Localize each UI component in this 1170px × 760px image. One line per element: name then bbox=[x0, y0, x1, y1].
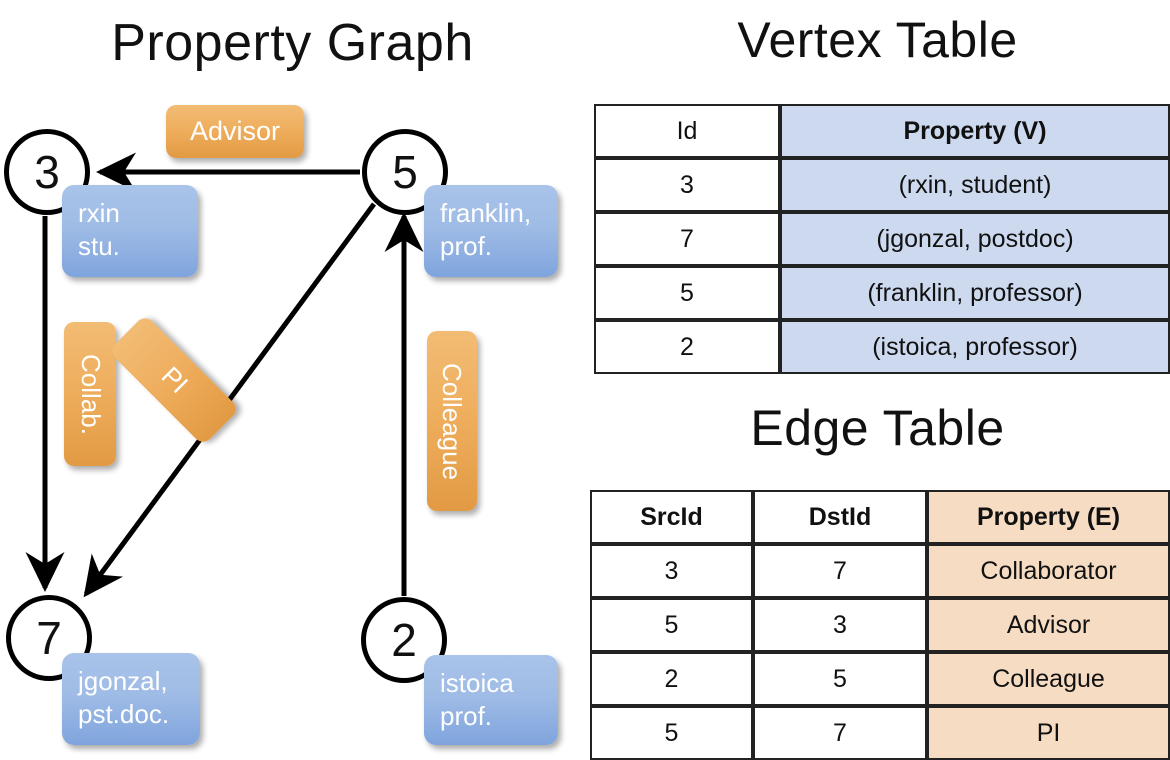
vertex-row-3-id: 2 bbox=[594, 320, 780, 374]
edge-row-2-src: 2 bbox=[590, 652, 753, 706]
edge-label-colleague[interactable]: Colleague bbox=[427, 331, 477, 511]
vertex-row-1-property: (jgonzal, postdoc) bbox=[780, 212, 1170, 266]
node-property-rxin[interactable]: rxin stu. bbox=[62, 185, 198, 277]
edge-label-collab[interactable]: Collab. bbox=[64, 322, 116, 466]
table-row[interactable]: 3 (rxin, student) bbox=[594, 158, 1170, 212]
edge-row-3-src: 5 bbox=[590, 706, 753, 760]
table-row[interactable]: 5 (franklin, professor) bbox=[594, 266, 1170, 320]
edge-table-col-dstid: DstId bbox=[753, 490, 927, 544]
vertex-table-col-property: Property (V) bbox=[780, 104, 1170, 158]
vertex-row-0-property: (rxin, student) bbox=[780, 158, 1170, 212]
edge-table-col-srcid: SrcId bbox=[590, 490, 753, 544]
edge-label-collab-text: Collab. bbox=[75, 353, 106, 435]
edge-table-col-property: Property (E) bbox=[927, 490, 1170, 544]
table-row[interactable]: 2 5 Colleague bbox=[590, 652, 1170, 706]
vertex-row-3-property: (istoica, professor) bbox=[780, 320, 1170, 374]
vertex-row-1-id: 7 bbox=[594, 212, 780, 266]
vertex-table-col-id: Id bbox=[594, 104, 780, 158]
edge-table: SrcId DstId Property (E) 3 7 Collaborato… bbox=[590, 490, 1170, 760]
table-row[interactable]: 7 (jgonzal, postdoc) bbox=[594, 212, 1170, 266]
edge-row-2-dst: 5 bbox=[753, 652, 927, 706]
edge-table-header-row: SrcId DstId Property (E) bbox=[590, 490, 1170, 544]
graph-node-2[interactable]: 2 bbox=[361, 597, 447, 683]
edge-row-0-src: 3 bbox=[590, 544, 753, 598]
edge-row-0-dst: 7 bbox=[753, 544, 927, 598]
vertex-table-header-row: Id Property (V) bbox=[594, 104, 1170, 158]
table-row[interactable]: 5 3 Advisor bbox=[590, 598, 1170, 652]
edge-row-3-property: PI bbox=[927, 706, 1170, 760]
node-property-jgonzal[interactable]: jgonzal, pst.doc. bbox=[62, 653, 200, 745]
vertex-table: Id Property (V) 3 (rxin, student) 7 (jgo… bbox=[594, 104, 1170, 374]
table-row[interactable]: 2 (istoica, professor) bbox=[594, 320, 1170, 374]
edge-row-1-dst: 3 bbox=[753, 598, 927, 652]
page-title-edge-table: Edge Table bbox=[750, 400, 1005, 456]
table-row[interactable]: 5 7 PI bbox=[590, 706, 1170, 760]
table-row[interactable]: 3 7 Collaborator bbox=[590, 544, 1170, 598]
edge-row-1-property: Advisor bbox=[927, 598, 1170, 652]
page-title-vertex-table: Vertex Table bbox=[737, 12, 1018, 68]
vertex-row-2-property: (franklin, professor) bbox=[780, 266, 1170, 320]
edge-row-1-src: 5 bbox=[590, 598, 753, 652]
page-title-property-graph: Property Graph bbox=[111, 14, 474, 72]
edge-row-0-property: Collaborator bbox=[927, 544, 1170, 598]
graph-node-5[interactable]: 5 bbox=[362, 129, 448, 215]
property-graph-panel: Property Graph Advisor Collab. PI Collea… bbox=[4, 14, 558, 745]
edge-row-2-property: Colleague bbox=[927, 652, 1170, 706]
node-property-franklin[interactable]: franklin, prof. bbox=[424, 185, 558, 277]
edge-row-3-dst: 7 bbox=[753, 706, 927, 760]
edge-label-advisor[interactable]: Advisor bbox=[166, 105, 304, 158]
vertex-row-2-id: 5 bbox=[594, 266, 780, 320]
graph-node-7-label: 7 bbox=[36, 612, 62, 664]
edge-label-pi-text: PI bbox=[155, 360, 194, 399]
graph-node-3-label: 3 bbox=[34, 146, 60, 198]
node-property-istoica[interactable]: istoica prof. bbox=[424, 655, 558, 745]
graph-node-2-label: 2 bbox=[391, 614, 417, 666]
graph-node-5-label: 5 bbox=[392, 146, 418, 198]
edge-label-colleague-text: Colleague bbox=[437, 362, 468, 480]
vertex-row-0-id: 3 bbox=[594, 158, 780, 212]
edge-label-advisor-text: Advisor bbox=[189, 116, 281, 146]
